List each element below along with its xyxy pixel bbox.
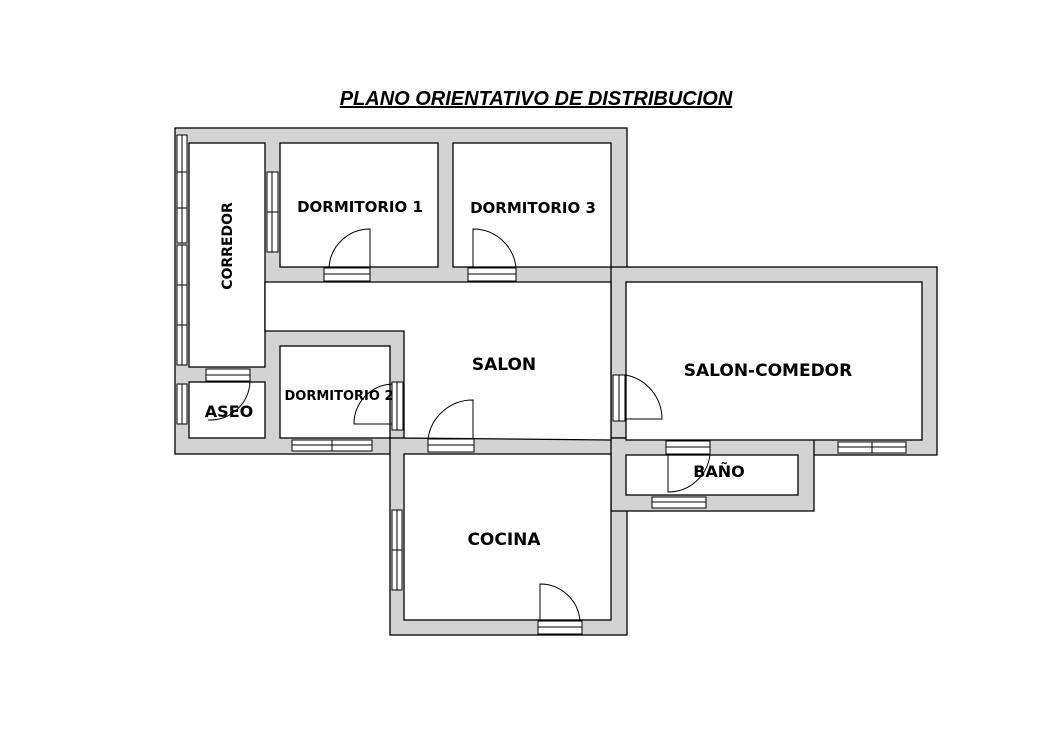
plan-title: PLANO ORIENTATIVO DE DISTRIBUCION xyxy=(339,88,733,110)
label-salon: SALON xyxy=(472,355,536,375)
door-bano xyxy=(667,453,711,493)
room-salon-comedor xyxy=(625,281,923,441)
door-salon-comedor xyxy=(625,374,663,420)
room-cocina xyxy=(403,453,612,621)
door-dormitorio-3 xyxy=(472,228,517,269)
room-dormitorio-1 xyxy=(279,142,439,268)
room-labels: CORREDOR DORMITORIO 1 DORMITORIO 3 SALON… xyxy=(205,198,852,550)
windows xyxy=(176,134,907,591)
door-dormitorio-2 xyxy=(353,383,393,425)
rooms xyxy=(188,142,923,621)
room-dormitorio-2 xyxy=(279,345,391,439)
room-corredor xyxy=(188,142,266,368)
label-aseo: ASEO xyxy=(205,402,253,421)
label-dormitorio-2: DORMITORIO 2 xyxy=(284,389,393,404)
room-dormitorio-3 xyxy=(452,142,612,268)
room-salon xyxy=(264,281,612,441)
label-dormitorio-3: DORMITORIO 3 xyxy=(470,199,596,217)
label-corredor: CORREDOR xyxy=(220,202,236,290)
label-salon-comedor: SALON-COMEDOR xyxy=(684,361,852,381)
label-dormitorio-1: DORMITORIO 1 xyxy=(297,198,423,216)
door-aseo xyxy=(208,380,251,421)
doors xyxy=(205,228,711,635)
label-bano: BAÑO xyxy=(693,462,745,481)
label-cocina: COCINA xyxy=(467,530,541,550)
door-cocina xyxy=(539,583,581,622)
door-salon-cocina xyxy=(427,399,474,440)
room-bano xyxy=(625,454,799,496)
room-aseo xyxy=(188,381,266,439)
door-dormitorio-1 xyxy=(328,228,371,269)
